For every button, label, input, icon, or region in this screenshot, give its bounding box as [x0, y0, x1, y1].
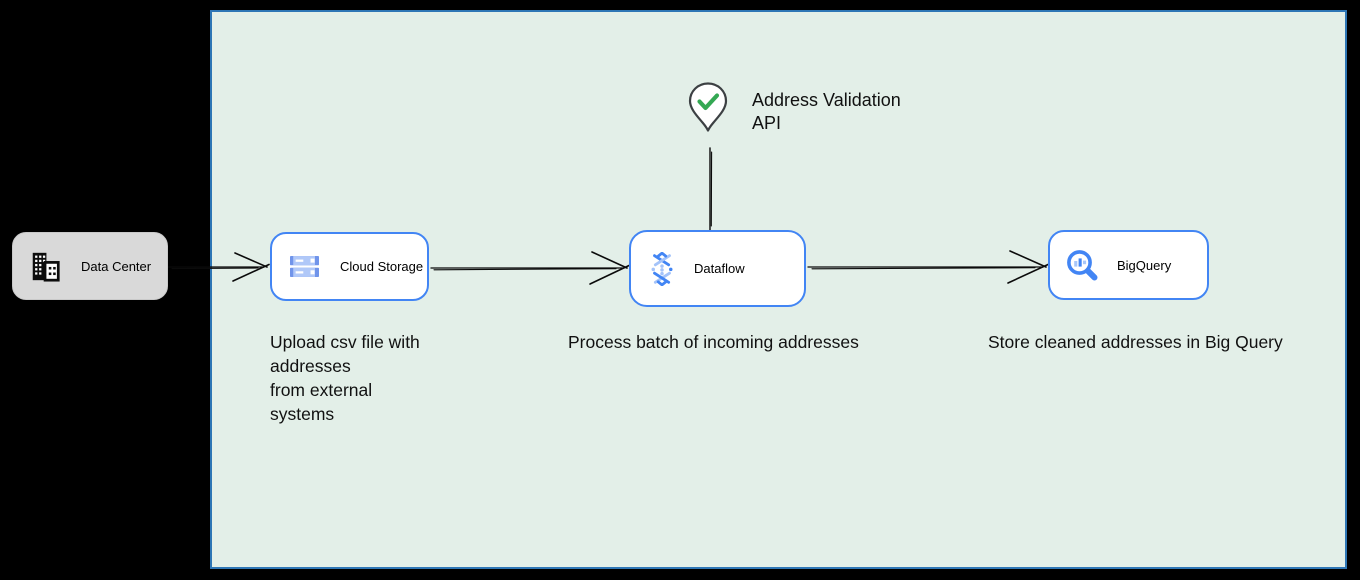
- map-pin-check-icon: [688, 82, 728, 132]
- cloud-storage-icon: [290, 253, 319, 280]
- bigquery-icon: [1065, 248, 1099, 282]
- node-dataflow[interactable]: Dataflow: [629, 230, 806, 307]
- dataflow-icon: [647, 251, 677, 286]
- node-label: Dataflow: [694, 261, 745, 276]
- node-label: BigQuery: [1117, 257, 1172, 273]
- caption-store-cleaned: Store cleaned addresses in Big Query: [988, 332, 1283, 352]
- caption-upload-csv: Upload csv file with addresses from exte…: [270, 332, 420, 424]
- node-label: Cloud Storage: [340, 259, 424, 274]
- node-label: Data Center: [81, 258, 152, 274]
- building-icon: [30, 250, 61, 283]
- node-data-center[interactable]: Data Center: [12, 232, 168, 300]
- node-cloud-storage[interactable]: Cloud Storage: [270, 232, 429, 301]
- node-address-validation[interactable]: [688, 82, 728, 132]
- address-validation-label: Address Validation API: [752, 90, 901, 133]
- caption-process-batch: Process batch of incoming addresses: [568, 332, 859, 352]
- node-bigquery[interactable]: BigQuery: [1048, 230, 1209, 300]
